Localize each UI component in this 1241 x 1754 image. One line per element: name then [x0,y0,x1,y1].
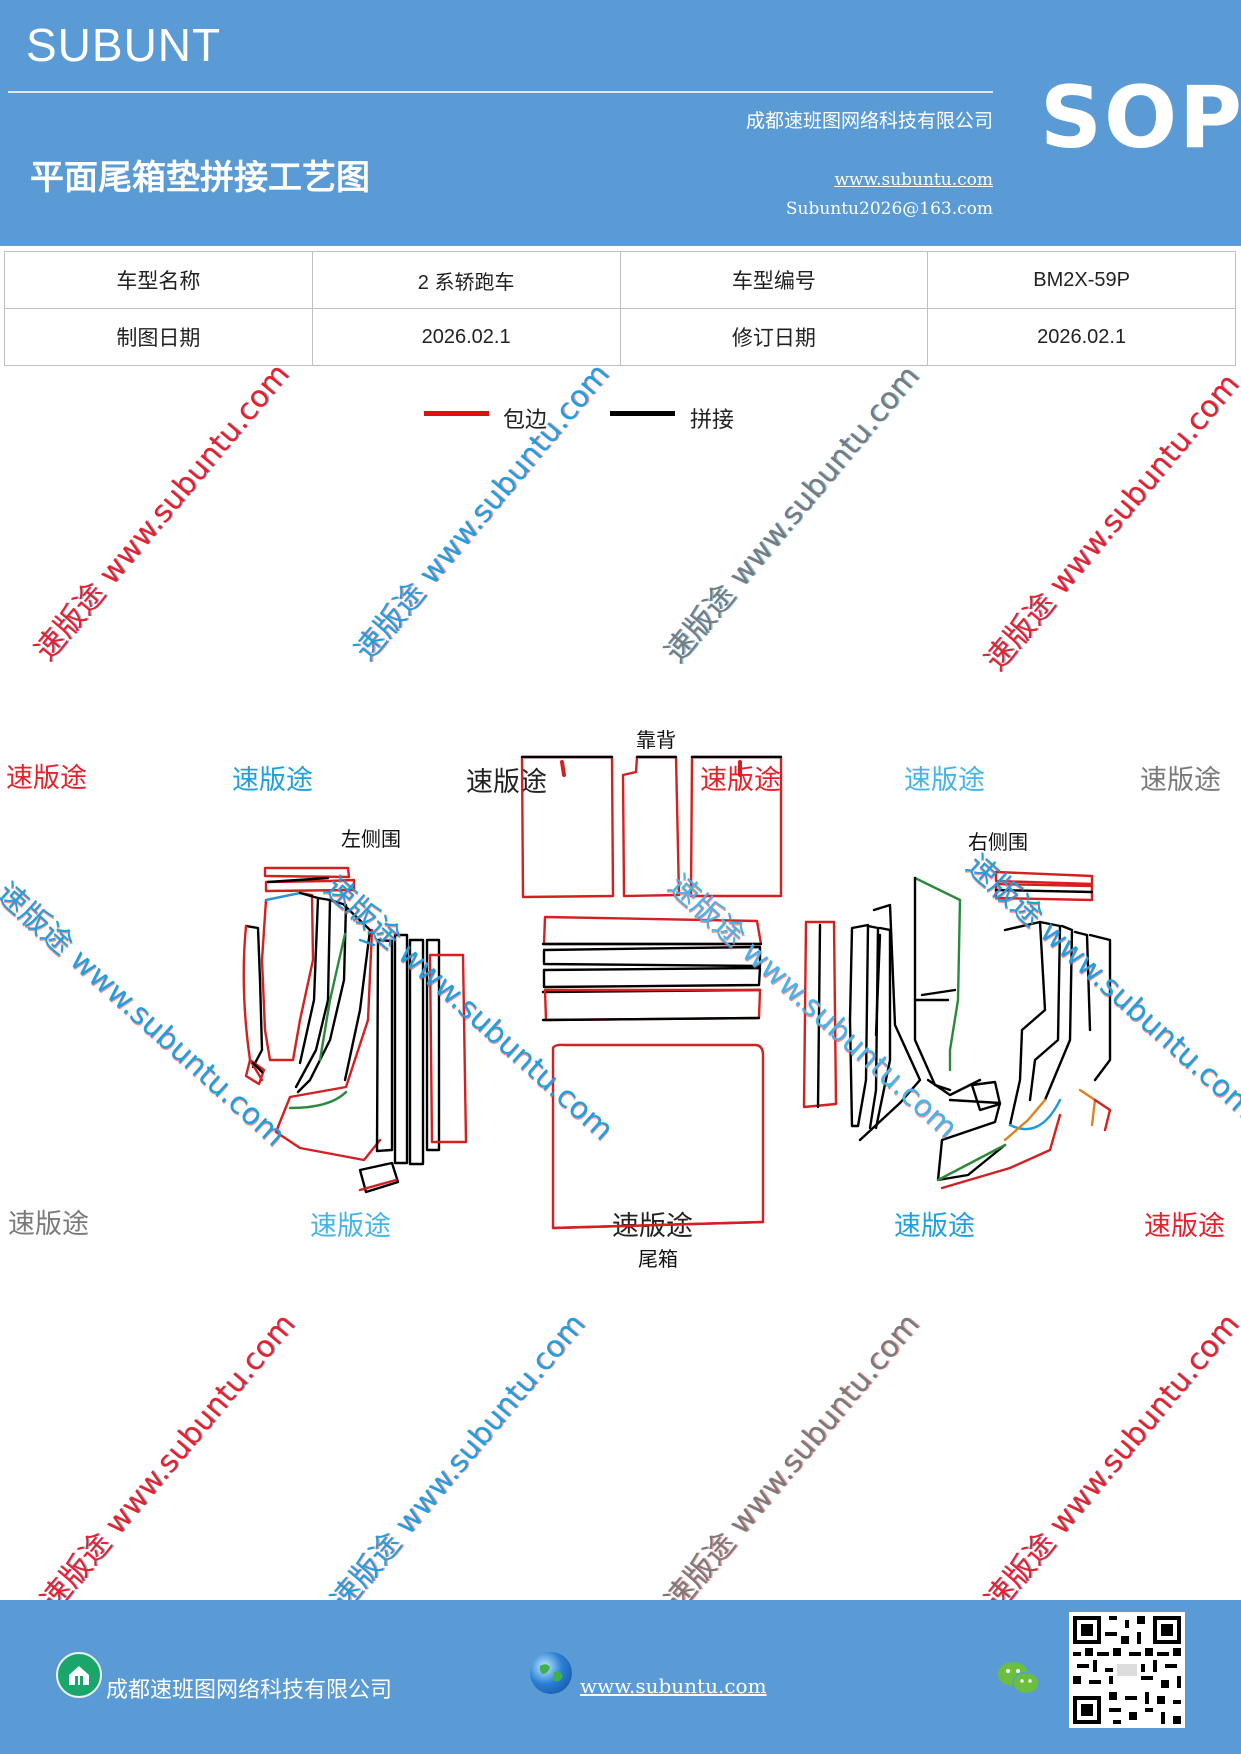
backrest-label: 靠背 [636,728,676,752]
table-cell: 2026.02.1 [927,308,1236,366]
watermark-brand: 速版途 [8,1209,89,1240]
edge-swatch [424,411,489,416]
left-side-panels [242,866,468,1194]
table-cell: 制图日期 [4,308,313,366]
seam-swatch [610,411,675,416]
table-cell: 修订日期 [619,308,929,366]
watermark-brand: 速版途 [310,1211,391,1242]
company-name: 成都速班图网络科技有限公司 [745,110,993,132]
wechat-icon[interactable] [995,1658,1043,1698]
right-side-panels [802,870,1112,1190]
backrest-panels [520,755,783,899]
sop-label: SOP [1040,68,1241,168]
vehicle-info-table: 车型名称 2 系轿跑车 车型编号 BM2X-59P 制图日期 2026.02.1… [4,251,1236,366]
footer-company: 成都速班图网络科技有限公司 [106,1678,393,1703]
watermark-brand: 速版途 [6,763,87,794]
footer: 成都速班图网络科技有限公司 www.subuntu.com [0,1600,1241,1754]
watermark-brand: 速版途 [1144,1211,1225,1242]
brand-name: SUBUNT [26,19,222,71]
right-side-label: 右侧围 [968,830,1028,854]
header-divider [8,91,993,93]
email-address: Subuntu2026@163.com [785,199,993,219]
table-cell: 车型编号 [619,251,929,309]
watermark-brand: 速版途 [894,1211,975,1242]
seam-legend-label: 拼接 [690,408,735,433]
building-icon [56,1652,102,1698]
table-row: 制图日期 2026.02.1 修订日期 2026.02.1 [4,308,1236,366]
legend: 包边 拼接 [0,400,1241,440]
table-cell: 车型名称 [4,251,313,309]
trunk-strips [541,915,763,1022]
trunk-label: 尾箱 [638,1247,678,1271]
table-cell: 2026.02.1 [311,308,621,366]
header-banner: SUBUNT SOP 成都速班图网络科技有限公司 平面尾箱垫拼接工艺图 www.… [0,0,1241,246]
qr-code [1069,1612,1185,1728]
edge-legend-label: 包边 [503,408,548,433]
watermark-brand: 速版途 [466,767,547,798]
watermark-brand: 速版途 [904,765,985,796]
table-cell: 2 系轿跑车 [311,251,621,309]
globe-icon [530,1652,572,1694]
page-title: 平面尾箱垫拼接工艺图 [30,158,370,198]
footer-website-link[interactable]: www.subuntu.com [580,1674,767,1698]
website-link[interactable]: www.subuntu.com [834,170,993,190]
watermark-brand: 速版途 [1140,765,1221,796]
left-side-label: 左侧围 [341,827,401,851]
watermark-brand: 速版途 [232,765,313,796]
trunk-floor-panel [551,1043,765,1230]
